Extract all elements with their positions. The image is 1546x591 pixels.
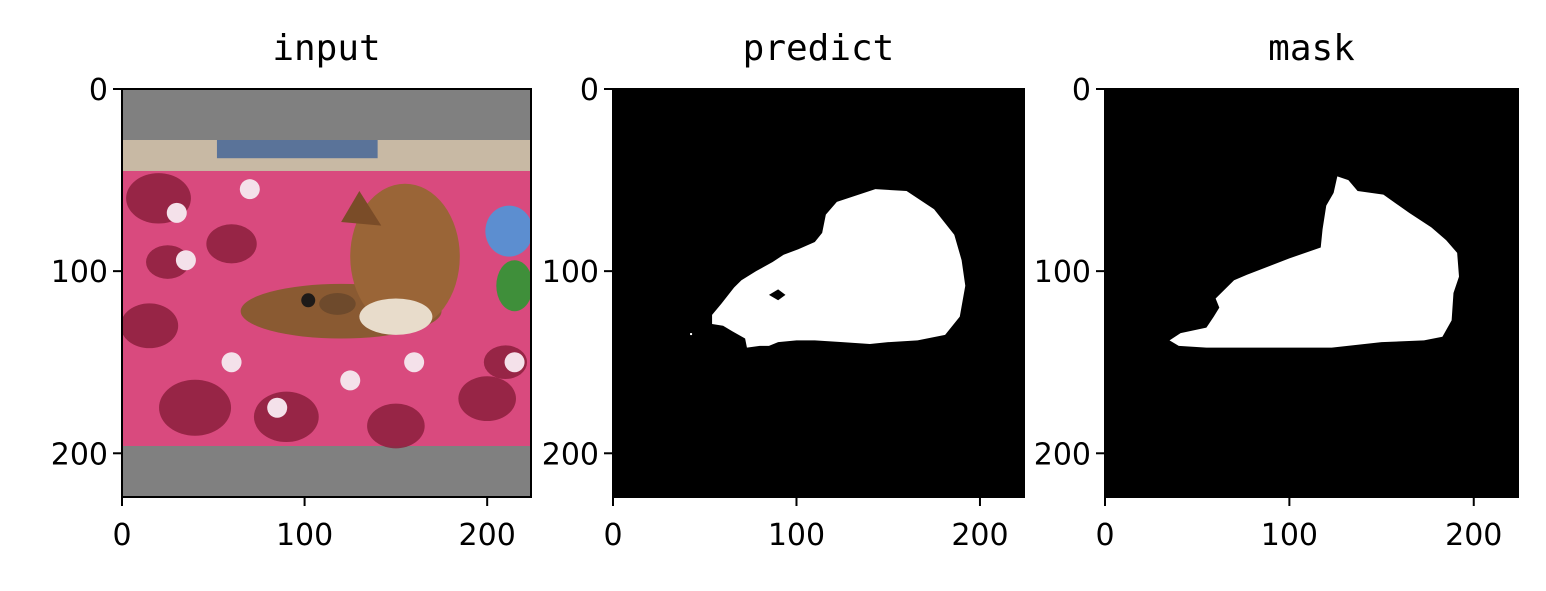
panel-title: input [272, 28, 381, 69]
image-area [122, 89, 531, 497]
flower [267, 397, 288, 418]
y-tick-label: 0 [89, 73, 108, 108]
flower [175, 250, 196, 271]
flower [404, 352, 425, 373]
flower [221, 352, 242, 373]
y-tick-label: 200 [542, 437, 599, 472]
blue-toy [485, 205, 531, 257]
axes-frame [121, 88, 532, 498]
mask-speck [690, 333, 693, 336]
window [216, 140, 378, 159]
mask-hole [768, 289, 786, 301]
x-tick-label: 200 [459, 518, 516, 553]
y-tick-label: 100 [542, 255, 599, 290]
axes-frame [1104, 88, 1519, 498]
x-tick-label: 0 [1095, 518, 1114, 553]
image-area [1105, 89, 1518, 497]
mask-region [1169, 176, 1459, 348]
mask-region [712, 189, 966, 348]
x-tick-label: 200 [1445, 518, 1502, 553]
green-toy [496, 260, 531, 312]
fabric-pattern [206, 224, 257, 264]
x-tick-label: 100 [768, 518, 825, 553]
dog-snout [319, 293, 356, 315]
flower [239, 179, 260, 200]
fabric-pattern [367, 403, 425, 449]
x-tick-label: 100 [276, 518, 333, 553]
image-area [613, 89, 1024, 497]
y-tick-label: 200 [1034, 437, 1091, 472]
panel-title: predict [742, 28, 895, 69]
axes-frame [612, 88, 1025, 498]
flower [166, 202, 187, 223]
flower [340, 370, 361, 391]
y-tick-label: 0 [580, 73, 599, 108]
fabric-pattern [458, 376, 516, 422]
panel-title: mask [1268, 28, 1355, 69]
dog-nose [301, 293, 316, 308]
y-tick-label: 200 [51, 437, 108, 472]
fabric-pattern [122, 303, 179, 349]
dog-ear [341, 191, 382, 226]
y-tick-label: 100 [51, 255, 108, 290]
y-tick-label: 0 [1072, 73, 1091, 108]
dog-chest [359, 298, 433, 335]
y-tick-label: 100 [1034, 255, 1091, 290]
x-tick-label: 0 [112, 518, 131, 553]
flower [504, 352, 525, 373]
x-tick-label: 0 [603, 518, 622, 553]
x-tick-label: 200 [951, 518, 1008, 553]
fabric-pattern [159, 379, 232, 436]
x-tick-label: 100 [1261, 518, 1318, 553]
